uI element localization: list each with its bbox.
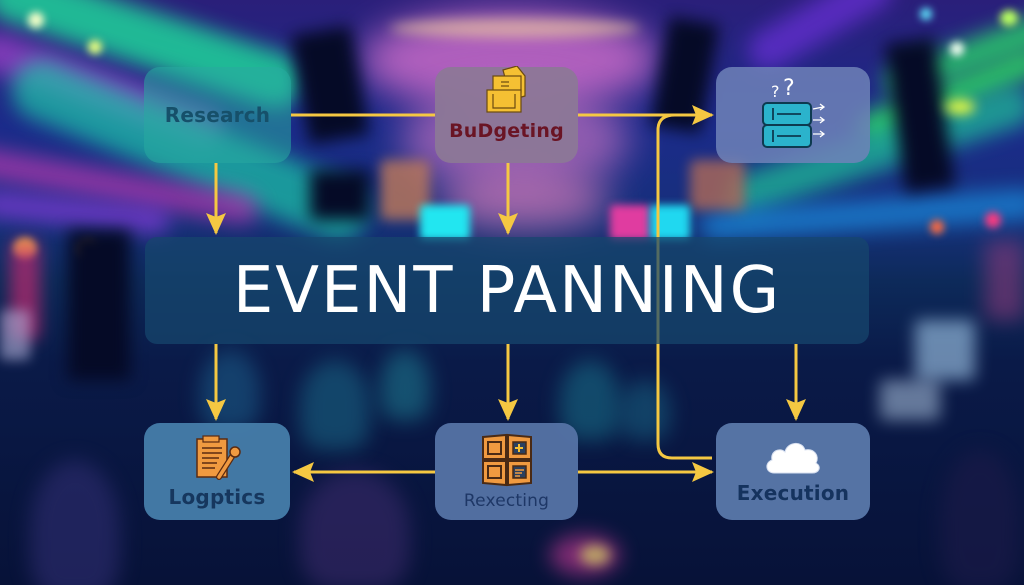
- svg-text:?: ?: [771, 82, 780, 101]
- page-title: EVENT PANNING: [232, 253, 782, 328]
- svg-text:?: ?: [783, 76, 795, 101]
- folders-icon: [477, 66, 537, 118]
- node-label: BuDgeting: [449, 120, 564, 142]
- node-research[interactable]: Research: [144, 67, 291, 163]
- node-label: Research: [164, 103, 271, 127]
- title-banner: EVENT PANNING: [145, 237, 869, 344]
- node-query[interactable]: ? ?: [716, 67, 870, 163]
- node-execution[interactable]: Execution: [716, 423, 870, 520]
- document-wrench-icon: [191, 434, 243, 481]
- calculator-grid-icon: [477, 433, 537, 487]
- node-budgeting[interactable]: BuDgeting: [435, 66, 578, 163]
- node-label: Rexecting: [463, 490, 550, 511]
- node-reporting[interactable]: Rexecting: [435, 423, 578, 520]
- node-label: Execution: [736, 480, 850, 505]
- cloud-icon: [764, 439, 822, 475]
- node-label: Logptics: [168, 484, 266, 509]
- question-server-icon: ? ?: [753, 75, 833, 155]
- node-logistics[interactable]: Logptics: [144, 423, 290, 520]
- arrow-execution-query: [656, 113, 712, 460]
